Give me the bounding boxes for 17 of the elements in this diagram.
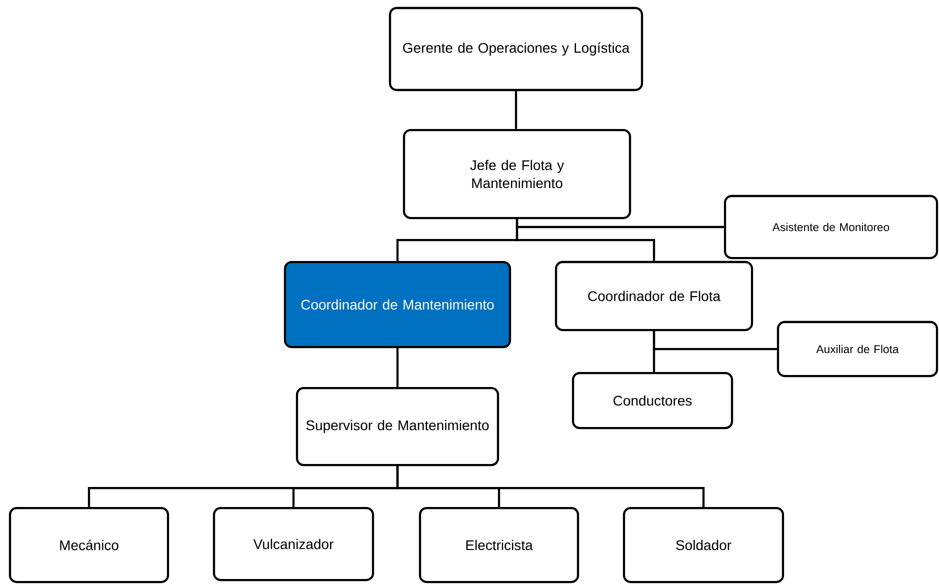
position-box: Vulcanizador (212, 506, 374, 582)
connector-line (396, 348, 399, 387)
position-box: Conductores (572, 372, 734, 430)
connector-line (396, 466, 705, 507)
position-box: Supervisor de Mantenimiento (296, 386, 500, 466)
position-box: Gerente de Operaciones y Logística (388, 6, 644, 92)
position-box: Coordinador de Flota (554, 260, 754, 332)
position-box: Asistente de Monitoreo (724, 194, 938, 260)
position-box: Soldador (622, 506, 784, 584)
highlighted-position-box: Coordinador de Mantenimiento (284, 260, 512, 348)
connector-line (514, 91, 518, 129)
position-box: Mecánico (8, 506, 170, 584)
position-box: Auxiliar de Flota (776, 320, 938, 378)
connector-line (652, 331, 656, 372)
position-box: Jefe de Flota y Mantenimiento (402, 128, 632, 220)
position-box: Electricista (418, 506, 580, 584)
connector-line (516, 219, 656, 261)
